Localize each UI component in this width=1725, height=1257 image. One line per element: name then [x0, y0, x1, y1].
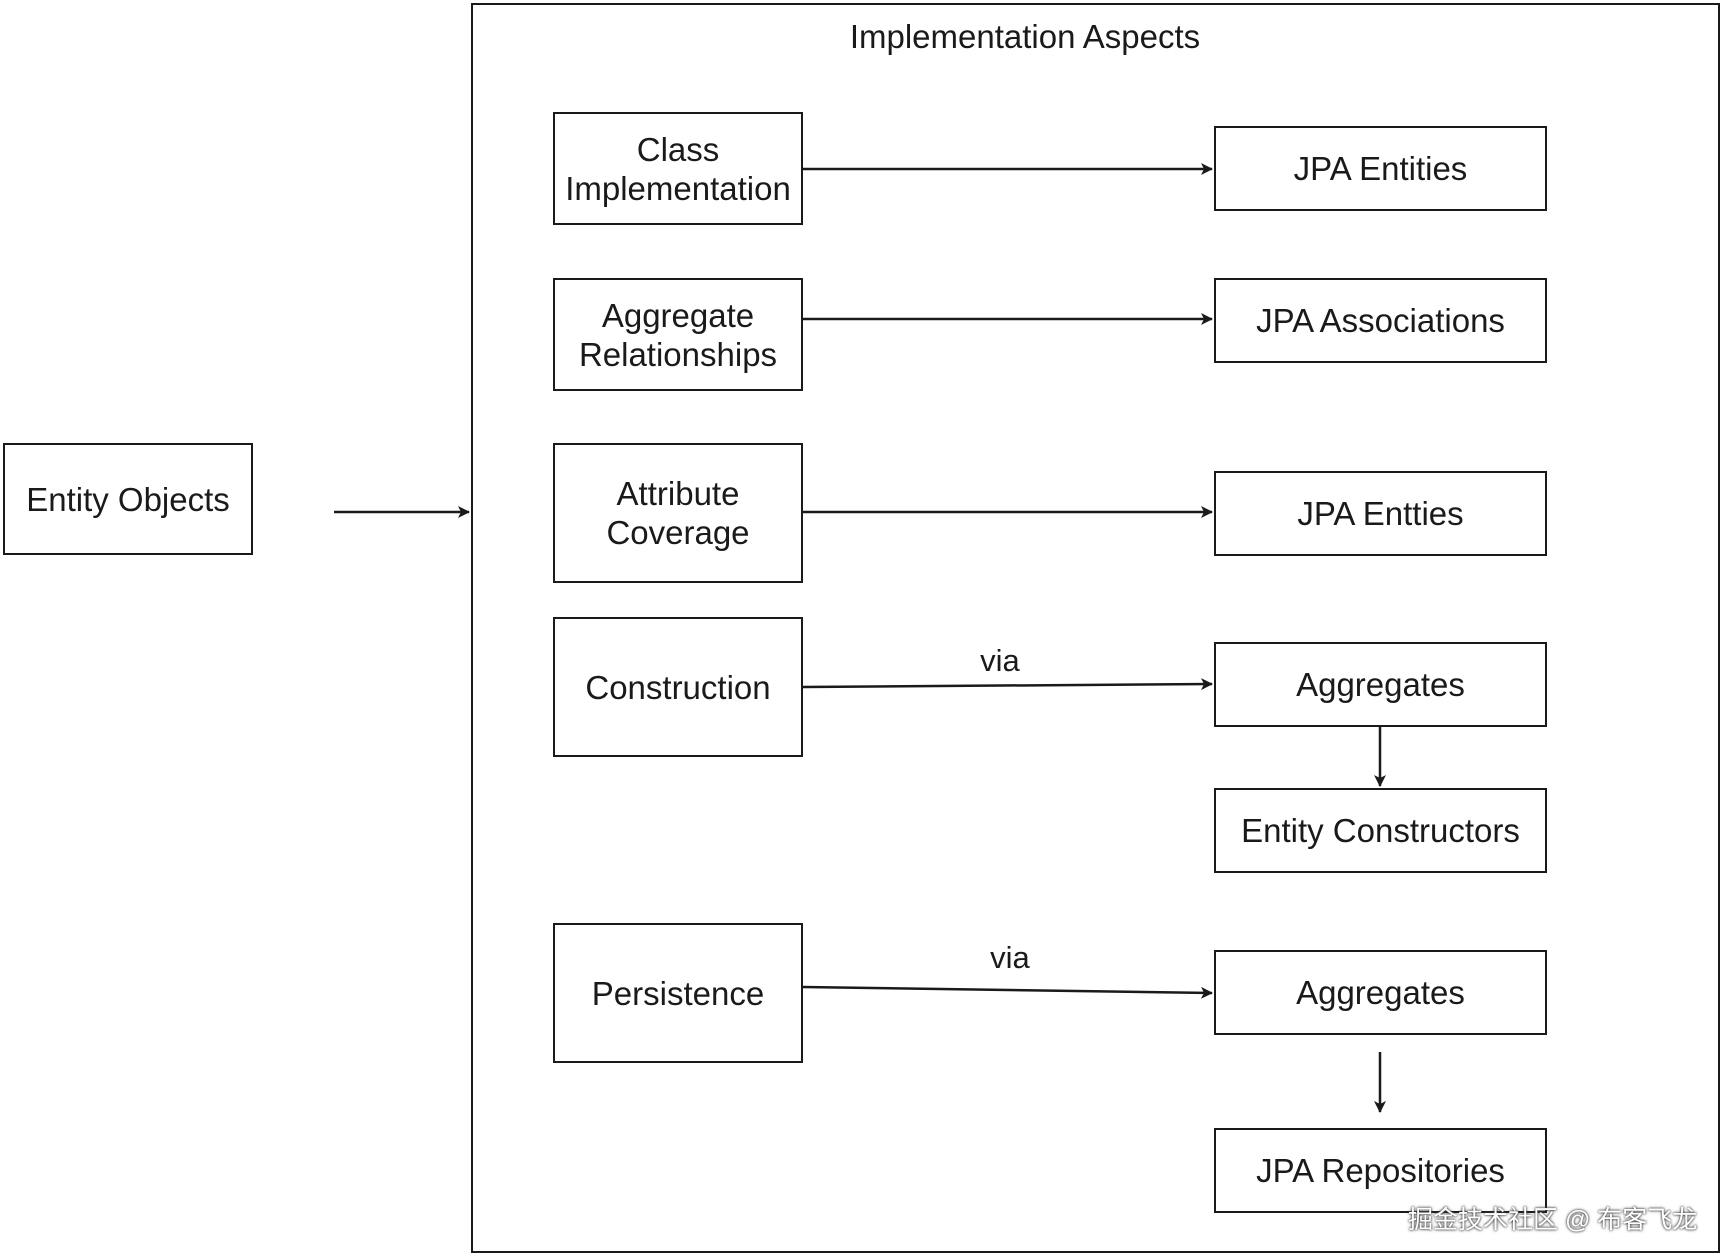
node-aggregate-relationships-line1: Aggregate: [601, 296, 755, 334]
node-entity-constructors: Entity Constructors: [1214, 788, 1547, 873]
node-jpa-entities: JPA Entities: [1214, 126, 1547, 211]
node-entity-objects-label: Entity Objects: [26, 480, 230, 518]
node-aggregates-persistence: Aggregates: [1214, 950, 1547, 1035]
node-aggregate-relationships: Aggregate Relationships: [553, 278, 803, 391]
node-aggregate-relationships-line2: Relationships: [578, 335, 778, 373]
node-persistence-label: Persistence: [591, 974, 765, 1012]
node-class-implementation-line2: Implementation: [565, 169, 791, 207]
node-aggregates-persistence-label: Aggregates: [1296, 974, 1465, 1011]
node-aggregates-construction: Aggregates: [1214, 642, 1547, 727]
node-jpa-entties-label: JPA Entties: [1297, 495, 1464, 532]
node-attribute-coverage-line2: Coverage: [606, 514, 750, 551]
container-title: Implementation Aspects: [849, 18, 1201, 55]
node-attribute-coverage-line1: Attribute: [616, 475, 740, 512]
node-class-implementation-line1: Class: [636, 130, 720, 168]
watermark-text: 掘金技术社区 @ 布客飞龙: [1408, 1206, 1698, 1234]
node-entity-objects: Entity Objects: [3, 443, 253, 555]
edge-label-construction-via: via: [980, 643, 1020, 678]
node-class-implementation: Class Implementation: [553, 112, 803, 225]
node-entity-constructors-label: Entity Constructors: [1241, 812, 1520, 849]
node-construction-label: Construction: [585, 668, 771, 706]
node-construction: Construction: [553, 617, 803, 757]
node-jpa-repositories: JPA Repositories: [1214, 1128, 1547, 1213]
node-jpa-entities-label: JPA Entities: [1293, 150, 1468, 187]
node-jpa-associations-label: JPA Associations: [1256, 302, 1505, 339]
node-aggregates-construction-label: Aggregates: [1296, 666, 1465, 703]
node-jpa-associations: JPA Associations: [1214, 278, 1547, 363]
node-attribute-coverage: Attribute Coverage: [553, 443, 803, 583]
arrow-construction-to-aggregates: [802, 678, 1213, 691]
node-jpa-entties: JPA Entties: [1214, 471, 1547, 556]
node-jpa-repositories-label: JPA Repositories: [1256, 1152, 1505, 1189]
edge-label-persistence-via: via: [990, 940, 1030, 975]
arrow-persistence-to-aggregates: [802, 985, 1213, 999]
node-persistence: Persistence: [553, 923, 803, 1063]
implementation-aspects-container: [471, 3, 1720, 1253]
